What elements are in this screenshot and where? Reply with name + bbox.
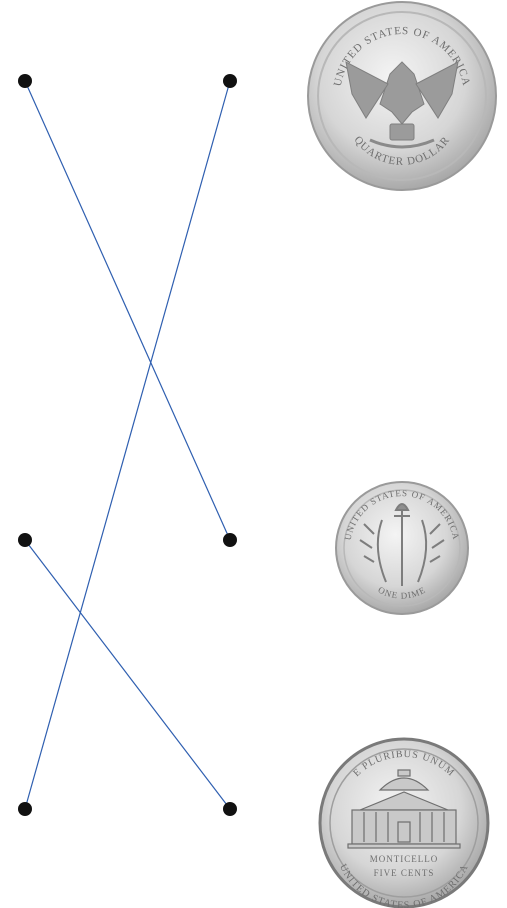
right-dot-2[interactable] (223, 533, 237, 547)
connection-line (25, 81, 230, 540)
quarter-coin-image: UNITED STATES OF AMERICA QUARTER DOLLAR (308, 2, 496, 190)
connection-line (25, 81, 230, 809)
nickel-value-text: FIVE CENTS (374, 868, 435, 878)
right-dot-1[interactable] (223, 74, 237, 88)
left-dot-2[interactable] (18, 533, 32, 547)
nickel-building-text: MONTICELLO (370, 854, 439, 864)
left-dot-3[interactable] (18, 802, 32, 816)
left-dot-1[interactable] (18, 74, 32, 88)
nickel-coin-image: E PLURIBUS UNUM UNITED STATES OF AMERICA… (320, 739, 488, 908)
dime-coin-image: UNITED STATES OF AMERICA ONE DIME (336, 482, 468, 614)
connection-line (25, 540, 230, 809)
right-dot-3[interactable] (223, 802, 237, 816)
connection-lines (25, 81, 230, 809)
